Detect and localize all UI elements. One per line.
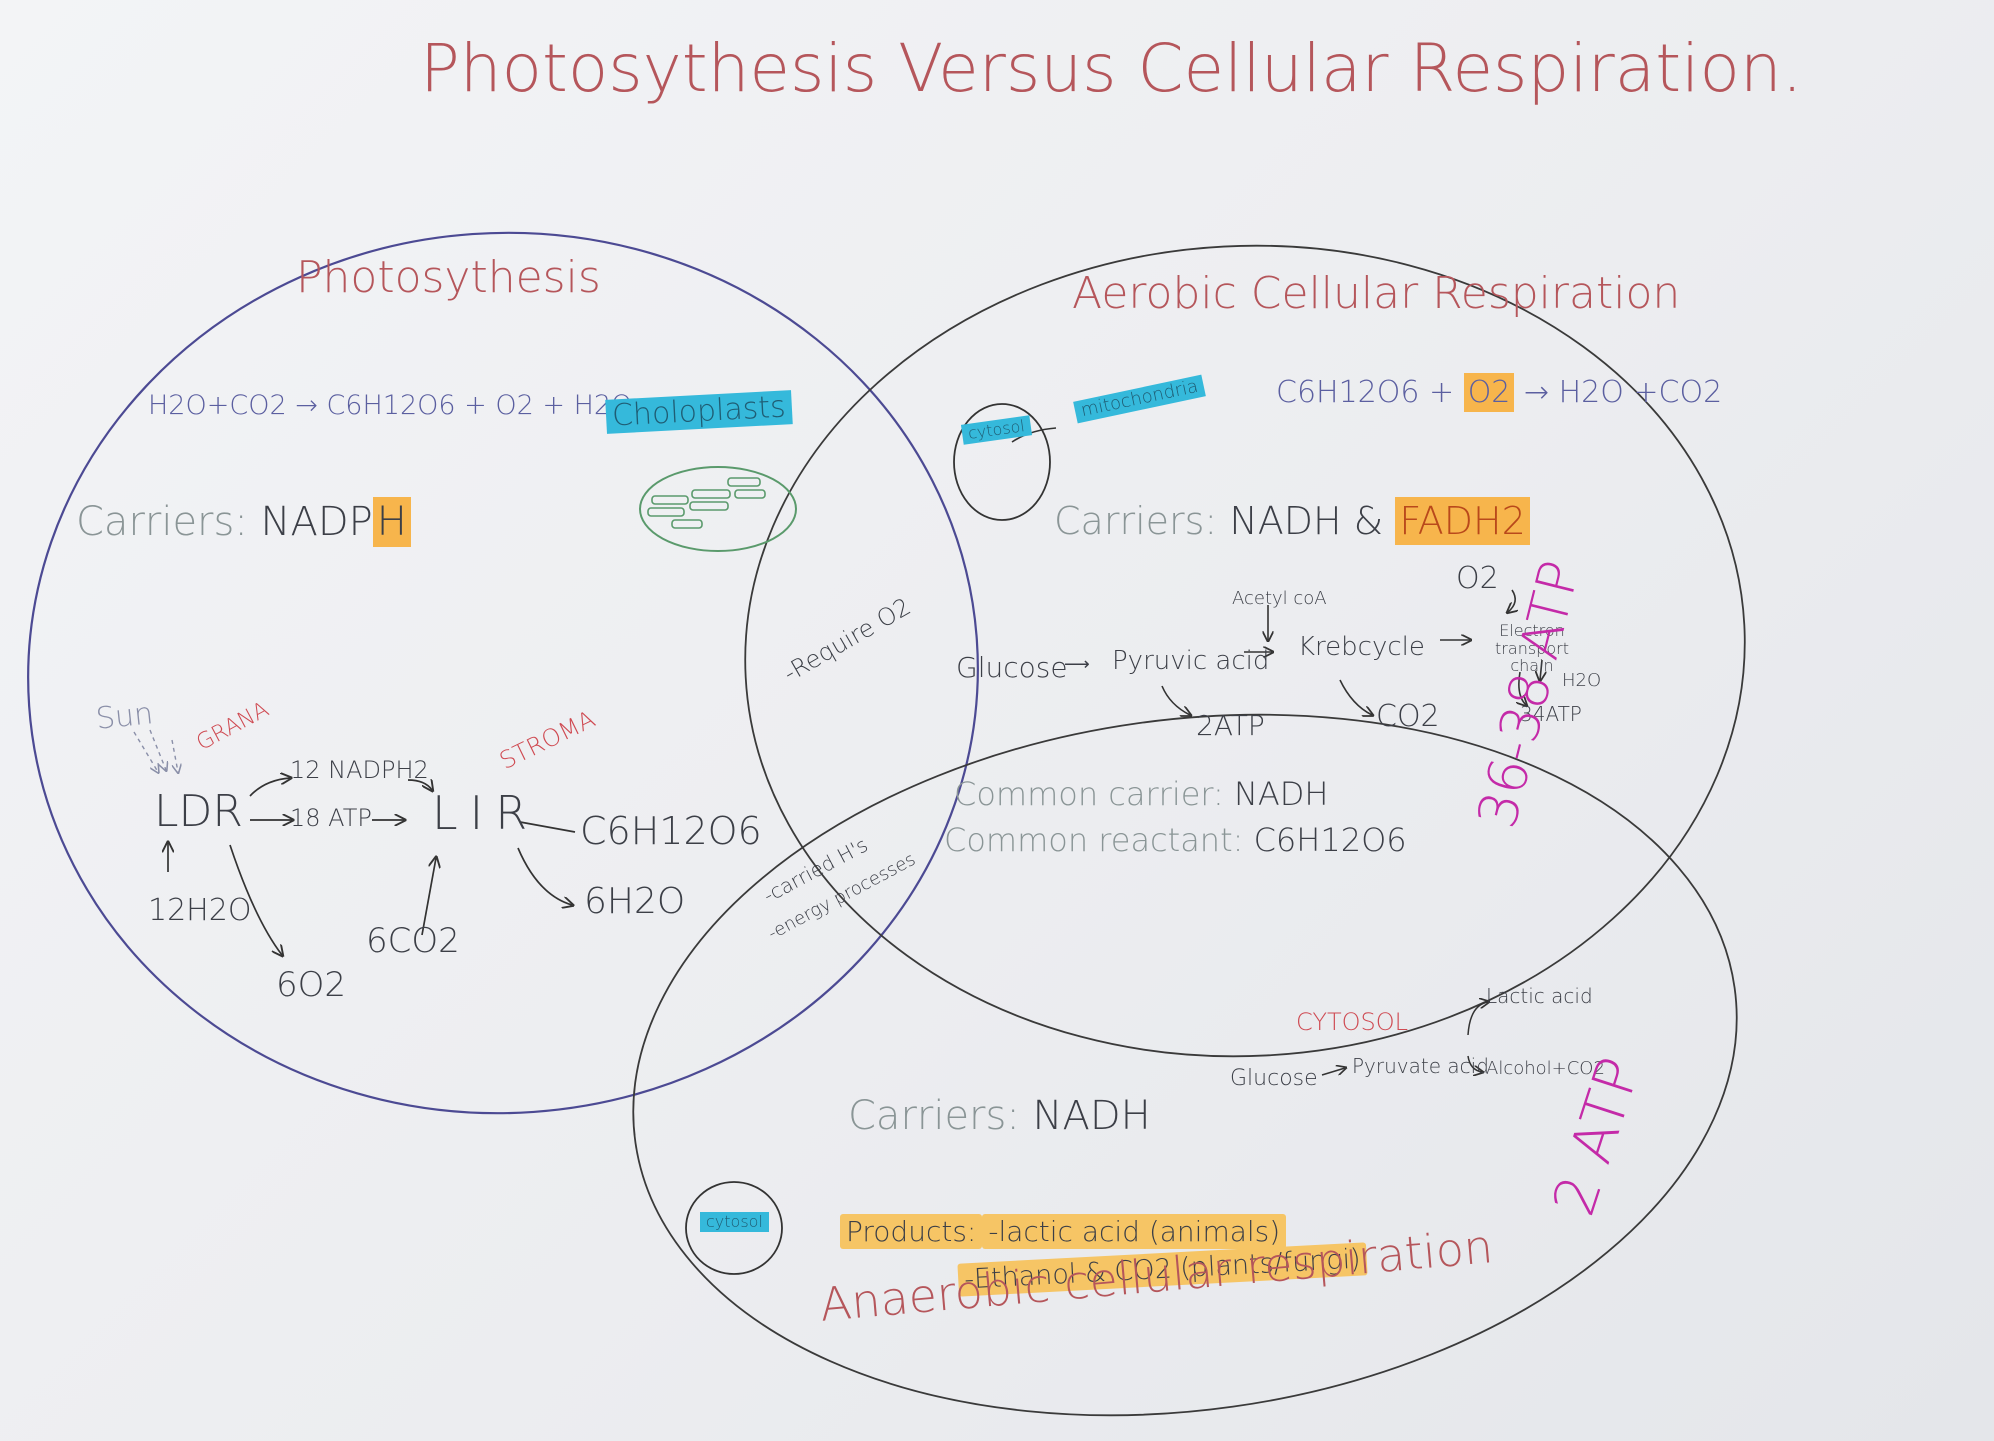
- carriers-value: NADP: [260, 499, 373, 545]
- oxygen-output: 6O2: [276, 965, 347, 1005]
- equation-products: C6H12O6 + O2 + H2O: [326, 390, 633, 421]
- aerobic-carriers-value: NADH &: [1229, 499, 1384, 543]
- anaerobic-products: Products:-lactic acid (animals): [840, 1214, 1287, 1249]
- equation-reactants: H2O+CO2: [148, 390, 287, 421]
- photosynthesis-title: Photosythesis: [296, 252, 601, 303]
- anaerobic-carriers-value: NADH: [1032, 1093, 1151, 1139]
- common-carrier-value: NADH: [1233, 775, 1329, 813]
- page-title: Photosythesis Versus Cellular Respiratio…: [420, 30, 1803, 107]
- acetyl-coa-label: Acetyl coA: [1232, 588, 1327, 609]
- atp18-label: 18 ATP: [290, 804, 372, 832]
- common-reactant: Common reactant: C6H12O6: [944, 824, 1407, 856]
- aerobic-reactants: C6H12O6 +: [1276, 375, 1455, 410]
- aerobic-title: Aerobic Cellular Respiration: [1072, 268, 1681, 319]
- glucose-product: C6H12O6: [580, 809, 762, 853]
- equation-arrow: →: [295, 390, 318, 421]
- carriers-label: Carriers:: [76, 499, 248, 545]
- krebs-co2-label: CO2: [1376, 699, 1440, 734]
- common-reactant-value: C6H12O6: [1253, 821, 1407, 859]
- product-lactic: -lactic acid (animals): [982, 1214, 1287, 1249]
- aerobic-equation: C6H12O6 + O2 → H2O +CO2: [1276, 373, 1723, 412]
- products-label: Products:: [840, 1214, 983, 1249]
- anaerobic-glucose-label: Glucose: [1230, 1066, 1318, 1091]
- common-carrier-label: Common carrier:: [954, 775, 1224, 813]
- sunlight-arrows: [133, 729, 178, 772]
- aerobic-carriers: Carriers: NADH & FADH2: [1054, 497, 1530, 545]
- arrow-to-pyruvic: ⟶: [1064, 654, 1090, 675]
- pyruvic-acid-label: Pyruvic acid: [1112, 646, 1270, 676]
- cell-sketch-aerobic: [953, 403, 1051, 521]
- aerobic-carriers-label: Carriers:: [1054, 499, 1218, 543]
- water-output: 6H2O: [584, 881, 686, 922]
- common-reactant-label: Common reactant:: [944, 821, 1244, 859]
- chloroplast-thylakoids: [647, 477, 766, 529]
- photosynthesis-arrows: [168, 778, 575, 955]
- cytosol-caps-label: CYTOSOL: [1296, 1008, 1409, 1036]
- photosynthesis-circle: [27, 231, 979, 1115]
- anaerobic-carriers: Carriers: NADH: [848, 1096, 1151, 1136]
- glucose-label: Glucose: [956, 651, 1068, 684]
- lactic-acid-label: Lactic acid: [1486, 984, 1593, 1008]
- o2-label: O2: [1456, 561, 1499, 596]
- anaerobic-carriers-label: Carriers:: [848, 1093, 1020, 1139]
- electron-transport-label: Electron transport chain: [1495, 621, 1569, 676]
- sun-label: Sun: [94, 696, 155, 737]
- lir-label: LIR: [432, 786, 540, 840]
- water-input: 12H2O: [148, 893, 252, 928]
- photosynthesis-equation: H2O+CO2 → C6H12O6 + O2 + H2O: [148, 392, 632, 419]
- common-carrier: Common carrier: NADH: [954, 778, 1328, 810]
- pyruvate-acid-label: Pyruvate acid: [1352, 1054, 1489, 1078]
- alcohol-co2-label: Alcohol+CO2: [1486, 1058, 1605, 1079]
- anaerobic-cytosol-label: cytosol: [700, 1212, 769, 1232]
- aerobic-carriers-highlight: FADH2: [1395, 497, 1530, 545]
- aerobic-respiration-circle: [744, 244, 1746, 1058]
- anaerobic-arrows: [1321, 1002, 1488, 1075]
- etc-atp-label: 34ATP: [1520, 702, 1582, 726]
- ldr-label: LDR: [154, 786, 243, 837]
- krebs-cycle-label: Krebcycle: [1298, 632, 1425, 662]
- anaerobic-respiration-circle: [632, 713, 1738, 1417]
- glycolysis-atp-label: 2ATP: [1196, 709, 1265, 742]
- carriers-highlight: H: [372, 497, 411, 547]
- aerobic-products: → H2O +CO2: [1523, 375, 1723, 410]
- aerobic-o2-highlight: O2: [1463, 373, 1515, 412]
- nadph2-label: 12 NADPH2: [290, 756, 429, 784]
- cell-sketch-anaerobic: [685, 1181, 783, 1275]
- aerobic-arrows: [1011, 427, 1542, 715]
- co2-input: 6CO2: [366, 921, 460, 961]
- etc-h2o-label: H2O: [1562, 670, 1602, 691]
- chloroplast-sketch: [639, 466, 797, 552]
